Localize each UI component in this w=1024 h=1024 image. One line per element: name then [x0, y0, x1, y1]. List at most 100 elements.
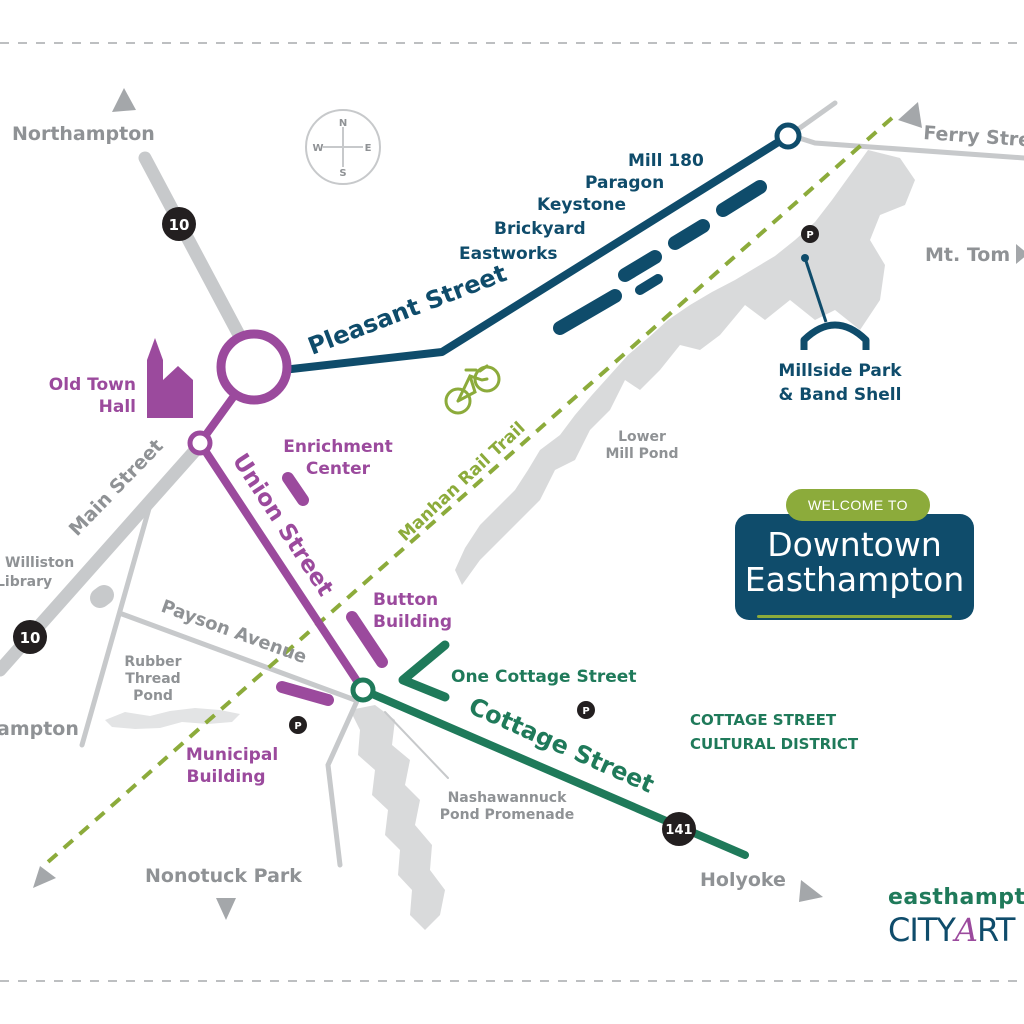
northampton-top-label: Northampton: [12, 123, 155, 145]
mill-bar-1: [716, 180, 767, 217]
union-pleasant-roundabout: [216, 329, 292, 405]
button-building-bar: [346, 611, 388, 668]
road-nonotuck-connector: [325, 687, 365, 868]
arrow-northampton-icon: [112, 88, 136, 112]
municipal-building-label-1: Municipal: [186, 745, 278, 765]
welcome-sign: Downtown Easthampton: [735, 514, 974, 620]
municipal-building-bar: [276, 681, 334, 706]
arrow-mt-tom-icon: [1016, 244, 1024, 264]
williston-library-label-2: Library: [0, 574, 52, 590]
compass-east: E: [365, 143, 372, 154]
cultural-district-label-1: COTTAGE STREET: [690, 711, 837, 729]
mill-label-mill-180: Mill 180: [628, 151, 704, 171]
arrow-southwest-icon: [33, 866, 56, 888]
logo-city: CITY: [888, 911, 956, 949]
mill-label-paragon: Paragon: [585, 173, 664, 193]
band-shell-icon: [800, 321, 870, 350]
millside-park-label-2: & Band Shell: [779, 385, 902, 405]
road-route-10-north: [138, 151, 262, 372]
millside-pointer-line: [803, 257, 828, 323]
mill-bar-5: [553, 289, 622, 335]
millside-park-label-1: Millside Park: [778, 361, 902, 381]
parking-marker-millside: P: [801, 225, 819, 243]
ferry-street-label: Ferry Stre: [923, 122, 1024, 151]
arrow-nonotuck-icon: [216, 898, 236, 920]
button-building-label-2: Building: [373, 612, 452, 632]
mt-tom-label: Mt. Tom: [925, 244, 1010, 266]
williston-library-label-1: Williston: [5, 555, 74, 571]
enrichment-center-label-1: Enrichment: [283, 437, 393, 457]
parking-label-millside: P: [806, 230, 813, 241]
nashawannuck-pond-water: [350, 705, 445, 930]
route-10-left-shield: 10: [13, 620, 47, 654]
one-cottage-chevron-icon: [398, 640, 450, 702]
union-building-bars: [276, 472, 388, 706]
old-town-hall-icon: [147, 338, 193, 418]
nonotuck-park-label: Nonotuck Park: [145, 865, 302, 887]
cottage-union-node: [350, 677, 376, 703]
one-cottage-street-label: One Cottage Street: [451, 667, 636, 687]
parking-label-municipal: P: [294, 721, 301, 732]
union-main-node: [187, 430, 213, 456]
mill-label-brickyard: Brickyard: [494, 219, 586, 239]
easthampton-city-arts-logo: easthampt CITYART: [888, 885, 1024, 955]
logo-line-2: CITYART: [888, 911, 1024, 949]
road-west-connector: [79, 502, 153, 748]
nashawannuck-promenade-line: [384, 711, 449, 779]
rubber-thread-label-2: Thread: [125, 671, 180, 687]
logo-line-1: easthampt: [888, 885, 1024, 910]
road-payson-avenue: [119, 611, 358, 703]
pleasant-street-line: [261, 132, 792, 376]
old-town-hall-label-1: Old Town: [49, 375, 136, 395]
welcome-underline: [757, 615, 952, 618]
route-10-top-shield: 10: [162, 207, 196, 241]
logo-a: A: [954, 911, 978, 949]
parking-marker-municipal: P: [289, 716, 307, 734]
compass-north: N: [339, 118, 347, 129]
parking-label-cottage: P: [582, 706, 589, 717]
mill-label-eastworks: Eastworks: [459, 244, 558, 264]
route-10-left-label: 10: [20, 629, 41, 647]
enrichment-bar: [282, 472, 309, 506]
enrichment-center-label-2: Center: [306, 459, 371, 479]
arrow-ferry-icon: [898, 102, 922, 128]
nashawannuck-label-2: Pond Promenade: [440, 807, 575, 823]
logo-rt: RT: [976, 911, 1015, 949]
mill-label-keystone: Keystone: [537, 195, 626, 215]
lower-mill-pond-water: [455, 150, 915, 585]
holyoke-label: Holyoke: [700, 869, 786, 891]
cultural-district-label-2: CULTURAL DISTRICT: [690, 735, 859, 753]
road-stub-left: [90, 585, 114, 608]
pleasant-street-label: Pleasant Street: [304, 259, 510, 361]
nashawannuck-label-1: Nashawannuck: [448, 790, 567, 806]
arrow-holyoke-icon: [799, 880, 823, 902]
welcome-title-line1: Downtown: [767, 525, 942, 564]
bicycle-icon: [444, 364, 501, 415]
route-141-shield: 141: [662, 812, 696, 846]
pleasant-building-bars: [553, 180, 767, 335]
northampton-left-label: ampton: [0, 718, 79, 740]
rubber-thread-pond-water: [105, 708, 240, 729]
lower-mill-pond-label-2: Mill Pond: [605, 446, 678, 462]
mill-bar-2: [668, 219, 710, 250]
mill-bar-3: [618, 250, 662, 282]
millside-pointer-dot: [801, 254, 809, 262]
municipal-building-label-2: Building: [187, 767, 266, 787]
route-10-top-label: 10: [169, 216, 190, 234]
button-building-label-1: Button: [373, 590, 438, 610]
pleasant-ferry-node: [774, 122, 802, 150]
old-town-hall-label-2: Hall: [99, 397, 136, 417]
rubber-thread-label-1: Rubber: [124, 654, 181, 670]
direction-arrows: [33, 88, 1024, 920]
parking-marker-cottage: P: [577, 701, 595, 719]
route-141-label: 141: [665, 823, 692, 838]
lower-mill-pond-label-1: Lower: [618, 429, 666, 445]
welcome-pill: WELCOME TO: [786, 489, 930, 521]
compass-south: S: [339, 168, 346, 179]
rubber-thread-label-3: Pond: [133, 688, 173, 704]
main-street-label: Main Street: [65, 435, 168, 540]
mill-bar-4: [635, 274, 663, 295]
welcome-title-line2: Easthampton: [744, 560, 965, 599]
